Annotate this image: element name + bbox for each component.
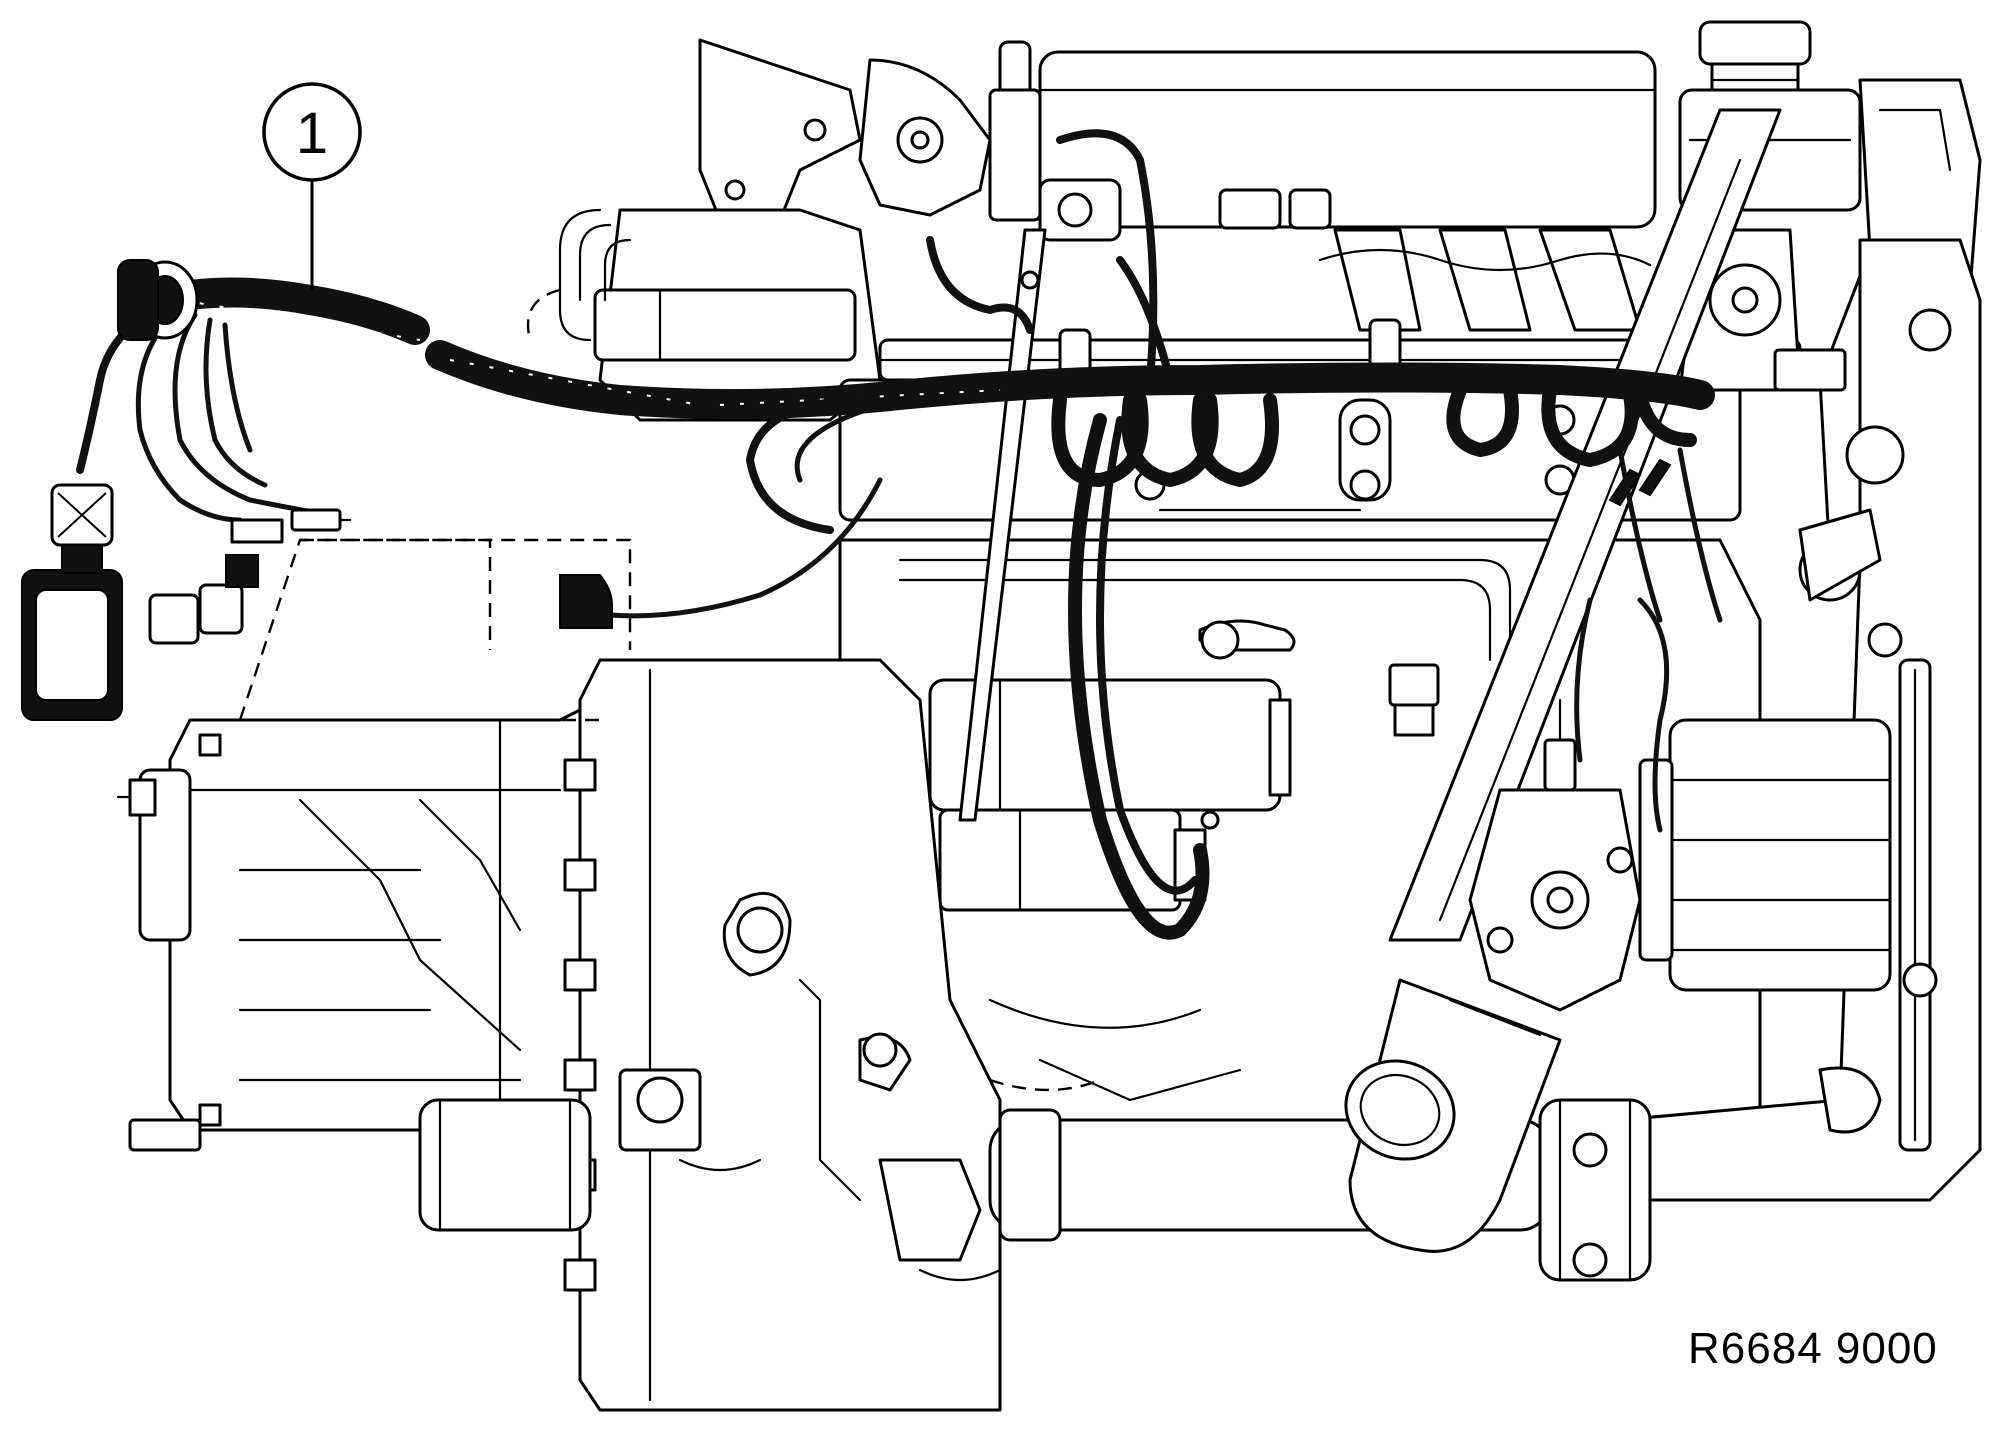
callout-1-number: 1	[296, 101, 328, 166]
transmission-case	[116, 698, 602, 1152]
bellhousing-dashed-outline	[238, 538, 632, 722]
callout-1-circle	[262, 82, 362, 182]
intake-manifold	[698, 20, 1812, 332]
right-driveshaft	[988, 1098, 1652, 1282]
oil-filter	[1344, 978, 1562, 1253]
callout-1: 1	[262, 82, 362, 290]
figure-reference-code: R6684 9000	[1688, 1324, 1938, 1373]
alternator	[1638, 508, 1892, 992]
left-driveshaft	[418, 1068, 702, 1232]
wiring-harness	[21, 129, 1723, 940]
engine-brace	[1388, 108, 1782, 942]
oil-filter-housing	[1468, 698, 1642, 1012]
clutch-housing	[563, 658, 1002, 1412]
